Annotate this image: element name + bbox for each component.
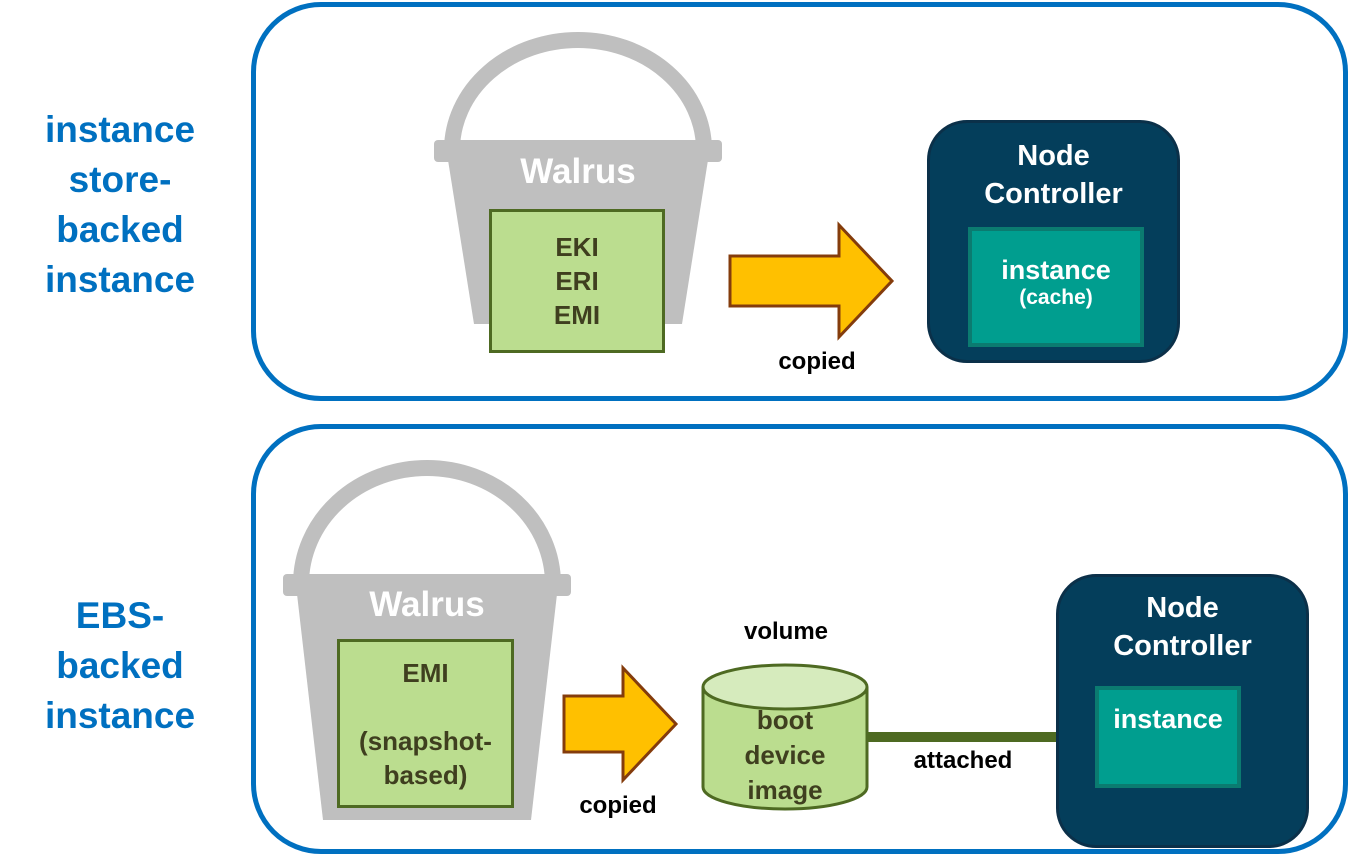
label-line: instance <box>44 695 196 736</box>
title-line: Node <box>1146 592 1219 624</box>
bucket-title: Walrus <box>520 152 636 191</box>
label-line: backed <box>56 645 184 686</box>
attachment-connector <box>868 732 1098 742</box>
attached-caption: attached <box>913 747 1013 774</box>
volume-line: image <box>747 775 823 805</box>
snapshot-note: (snapshot- <box>359 725 492 756</box>
ebs-panel <box>251 424 1348 854</box>
emi-snapshot-box: EMI (snapshot- based) <box>337 639 514 808</box>
section-label-ebs: EBS- backed instance <box>20 591 220 741</box>
node-controller-title: Node Controller <box>930 137 1177 213</box>
label-line: instance <box>44 109 196 150</box>
instance-sub-label: (cache) <box>1019 286 1093 309</box>
image-type-emi: EMI <box>553 300 601 330</box>
node-controller-title: Node Controller <box>1059 589 1306 665</box>
instance-box: instance (cache) <box>968 227 1144 347</box>
image-bundle-box: EKI ERI EMI <box>489 209 665 353</box>
section-label-instance-store: instance store- backed instance <box>20 105 220 305</box>
label-line: backed <box>56 209 184 250</box>
copied-caption: copied <box>778 348 856 375</box>
label-line: EBS- <box>75 595 165 636</box>
instance-label: instance <box>1001 255 1111 285</box>
volume-line: device <box>744 740 826 770</box>
node-controller: Node Controller instance (cache) <box>927 120 1180 363</box>
copied-caption: copied <box>579 792 657 819</box>
spacer <box>340 690 511 724</box>
label-line: instance <box>44 259 196 300</box>
volume-line: boot <box>756 705 814 735</box>
volume-contents: boot device image <box>700 703 870 808</box>
bucket-title: Walrus <box>369 585 485 624</box>
title-line: Controller <box>1113 630 1252 662</box>
instance-box: instance <box>1095 686 1241 788</box>
instance-label: instance <box>1113 704 1223 734</box>
image-type-eri: ERI <box>555 266 599 296</box>
label-line: store- <box>68 159 172 200</box>
title-line: Controller <box>984 178 1123 210</box>
snapshot-note: based) <box>383 759 468 790</box>
node-controller: Node Controller instance <box>1056 574 1309 848</box>
instance-store-panel <box>251 2 1348 401</box>
image-type-emi: EMI <box>402 657 449 688</box>
title-line: Node <box>1017 140 1090 172</box>
volume-cylinder-icon <box>701 663 869 811</box>
right-arrow-icon <box>562 664 679 784</box>
right-arrow-icon <box>728 221 895 341</box>
image-type-eki: EKI <box>555 232 599 262</box>
volume-caption: volume <box>743 618 829 645</box>
